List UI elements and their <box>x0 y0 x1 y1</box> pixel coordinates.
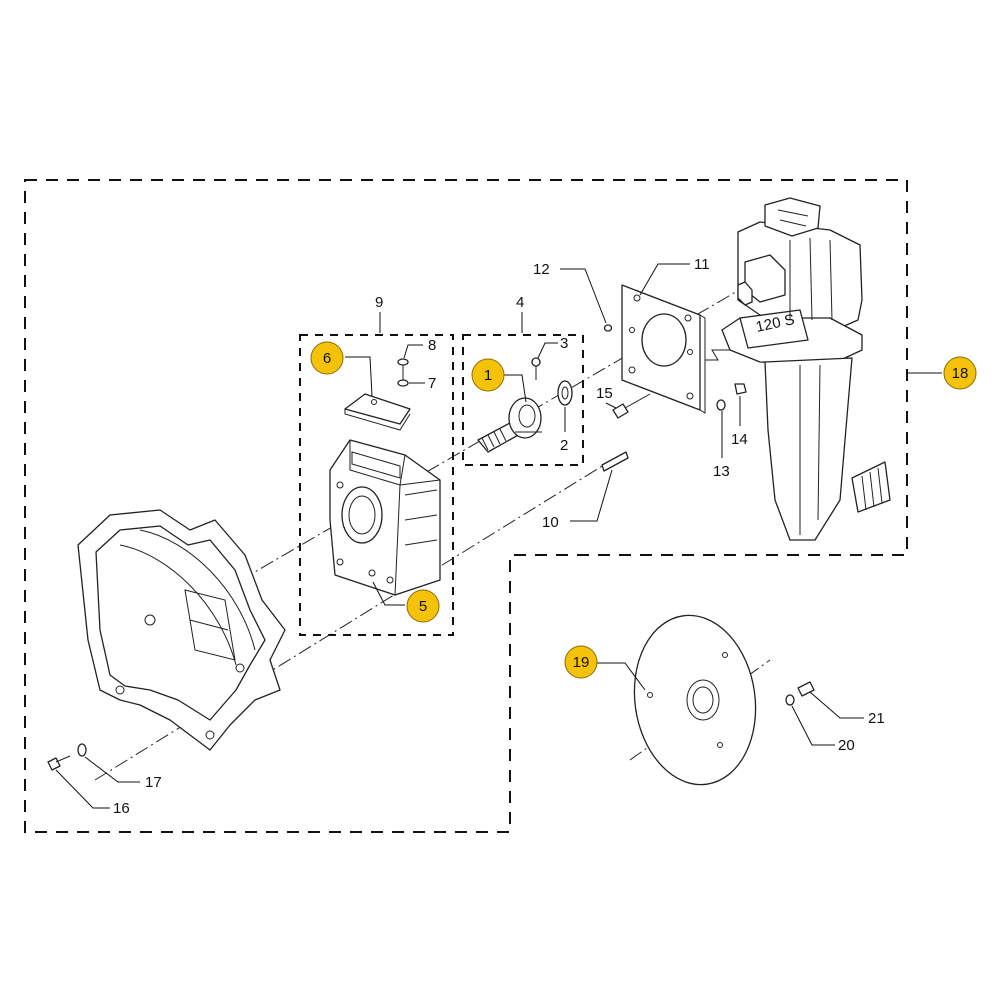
drive-plate <box>633 614 757 786</box>
leader-8 <box>403 344 423 359</box>
label-9: 9 <box>375 294 383 311</box>
stud-10 <box>601 451 629 472</box>
leader-11 <box>639 263 690 296</box>
label-15: 15 <box>596 385 613 402</box>
coupling-shaft <box>477 397 542 453</box>
svg-text:1: 1 <box>484 367 492 384</box>
label-8: 8 <box>428 337 436 354</box>
label-13: 13 <box>713 463 730 480</box>
washer-17 <box>77 743 87 757</box>
label-2: 2 <box>560 437 568 454</box>
callout-6[interactable]: 6 <box>310 341 344 375</box>
adapter-housing <box>329 439 441 596</box>
leader-21 <box>809 691 864 719</box>
washer-13 <box>716 399 726 411</box>
nut-14 <box>734 383 747 395</box>
svg-text:18: 18 <box>952 365 969 382</box>
label-4: 4 <box>516 294 524 311</box>
leader-19 <box>597 662 646 691</box>
leader-15 <box>605 402 617 409</box>
callout-18[interactable]: 18 <box>943 356 977 390</box>
label-3: 3 <box>560 335 568 352</box>
leader-5 <box>372 581 405 606</box>
label-17: 17 <box>145 774 162 791</box>
cover-plate <box>344 393 411 431</box>
retaining-ring-2 <box>557 380 573 406</box>
mounting-plate <box>621 284 706 414</box>
washer-7 <box>397 379 409 387</box>
callout-5[interactable]: 5 <box>406 589 440 623</box>
leader-10 <box>570 469 613 522</box>
leader-3 <box>537 342 558 359</box>
label-16: 16 <box>113 800 130 817</box>
gearbox-lower-unit <box>721 197 891 541</box>
washer-20 <box>785 694 795 706</box>
svg-text:6: 6 <box>323 350 331 367</box>
set-screw-3 <box>531 357 541 380</box>
leader-17 <box>84 756 140 783</box>
label-12: 12 <box>533 261 550 278</box>
bolt-15 <box>612 393 651 419</box>
label-20: 20 <box>838 737 855 754</box>
break-line <box>705 349 738 361</box>
assembly-18-boundary <box>24 179 908 833</box>
assembly-4-boundary <box>462 334 584 466</box>
leader-20 <box>791 705 835 746</box>
leader-12 <box>560 268 607 324</box>
label-21: 21 <box>868 710 885 727</box>
leader-16 <box>55 769 110 809</box>
leader-6 <box>345 356 373 397</box>
callout-1[interactable]: 1 <box>471 358 505 392</box>
label-7: 7 <box>428 375 436 392</box>
screw-8 <box>397 358 409 380</box>
label-11: 11 <box>694 256 710 273</box>
svg-text:5: 5 <box>419 598 427 615</box>
bolt-16 <box>47 755 71 771</box>
bolt-21 <box>797 681 815 697</box>
bell-housing <box>77 509 286 751</box>
svg-text:19: 19 <box>573 654 590 671</box>
pin-12 <box>603 324 613 332</box>
callout-19[interactable]: 19 <box>564 645 598 679</box>
leader-1 <box>504 374 527 403</box>
label-10: 10 <box>542 514 559 531</box>
label-14: 14 <box>731 431 748 448</box>
assembly-9-boundary <box>299 334 454 636</box>
